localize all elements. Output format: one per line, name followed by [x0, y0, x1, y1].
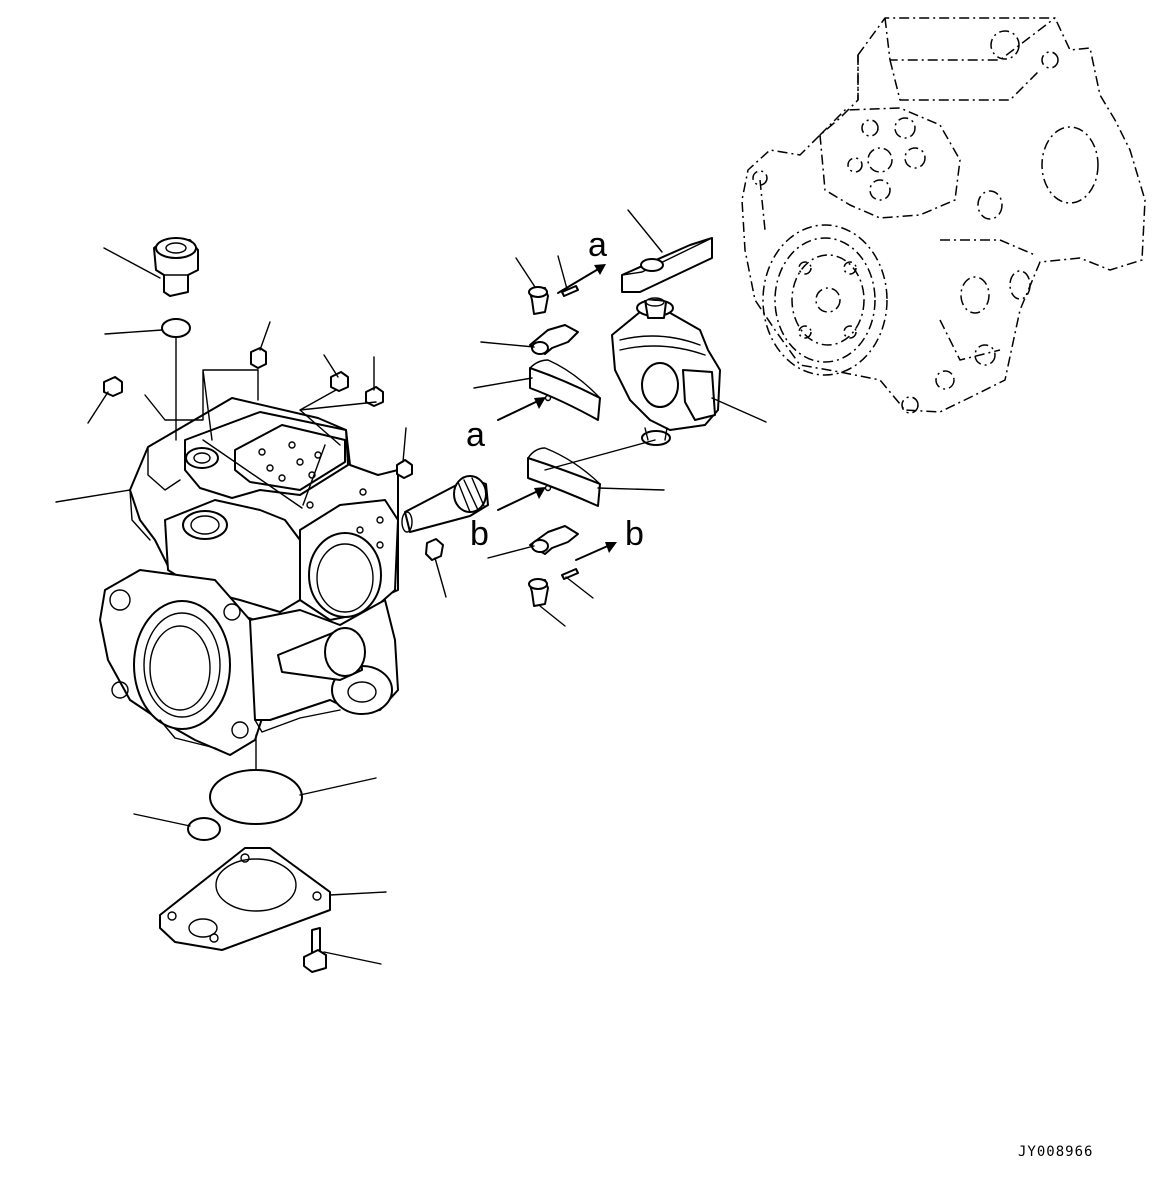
ref-mark-b-right: b: [625, 515, 644, 553]
pin-lower: [528, 578, 549, 607]
spring-pin-lower: [561, 568, 579, 580]
swash-plate: [611, 297, 721, 446]
ref-mark-a-lower: a: [466, 416, 485, 454]
spring-pin-upper: [561, 285, 579, 297]
o-ring-top: [161, 318, 191, 338]
cradle-upper: [529, 359, 601, 421]
wedge-block: [621, 237, 713, 293]
plug: [153, 237, 199, 297]
guide-lower: [529, 525, 579, 555]
bolt: [303, 927, 327, 973]
reference-pump-assembly: [741, 17, 1146, 414]
leader-lines: [55, 209, 767, 965]
pin-upper: [528, 286, 549, 315]
ref-mark-a-top: a: [588, 226, 607, 264]
o-ring-small: [187, 817, 221, 841]
pump-case: [99, 397, 399, 756]
o-ring-large: [209, 769, 303, 825]
guide-upper: [529, 324, 579, 355]
ref-mark-b-left: b: [470, 515, 489, 553]
cover-plate: [159, 847, 331, 951]
shaft: [401, 475, 489, 533]
drawing-code: JY008966: [1018, 1144, 1093, 1160]
